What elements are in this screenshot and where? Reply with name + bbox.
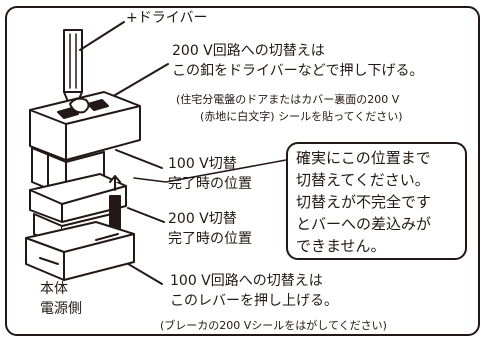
pos-100-label-line2: 完了時の位置: [168, 176, 252, 192]
screwdriver-icon: [63, 29, 83, 125]
switch-200-label-line2: この釦をドライバーなどで押し下げる。: [172, 63, 424, 79]
pos-200-label-line2: 完了時の位置: [168, 231, 252, 247]
pos-100-label-line1: 100 V切替: [168, 156, 237, 172]
seal-note-line1: (住宅分電盤のドアまたはカバー裏面の200 V: [176, 93, 400, 106]
leader-caution: [133, 159, 287, 183]
diagram-frame: [5, 6, 480, 336]
caution-line4: とバーへの差込みが: [296, 215, 432, 233]
leader-200-position: [127, 207, 165, 223]
seal-note-line2: (赤地に白文字) シールを貼ってください): [200, 110, 403, 123]
caution-line5: できません。: [296, 237, 386, 255]
body-label-line2: 電源側: [40, 301, 82, 317]
body-label-line1: 本体: [40, 281, 68, 297]
caution-line1: 確実にこの位置まで: [296, 149, 431, 167]
caution-line3: 切替えが不完全です: [296, 193, 432, 211]
breaker-top-block: [29, 91, 141, 161]
leader-screwdriver: [79, 21, 125, 51]
leader-100-position: [115, 149, 163, 169]
switch-100-label-line1: 100 V回路への切替えは: [170, 273, 323, 289]
breaker-seal-note: (ブレーカの200 Vシールをはがしてください): [160, 319, 387, 332]
caution-box: 確実にこの位置まで 切替えてください。 切替えが不完全です とバーへの差込みが …: [286, 142, 467, 260]
pos-200-label-line1: 200 V切替: [168, 211, 237, 227]
screwdriver-label: +ドライバー: [126, 10, 208, 26]
caution-line2: 切替えてください。: [296, 171, 430, 189]
switch-200-label-line1: 200 V回路への切替えは: [172, 43, 325, 59]
breaker-body-block: [25, 221, 135, 281]
switch-100-label-line2: このレバーを押し上げる。: [170, 293, 338, 309]
